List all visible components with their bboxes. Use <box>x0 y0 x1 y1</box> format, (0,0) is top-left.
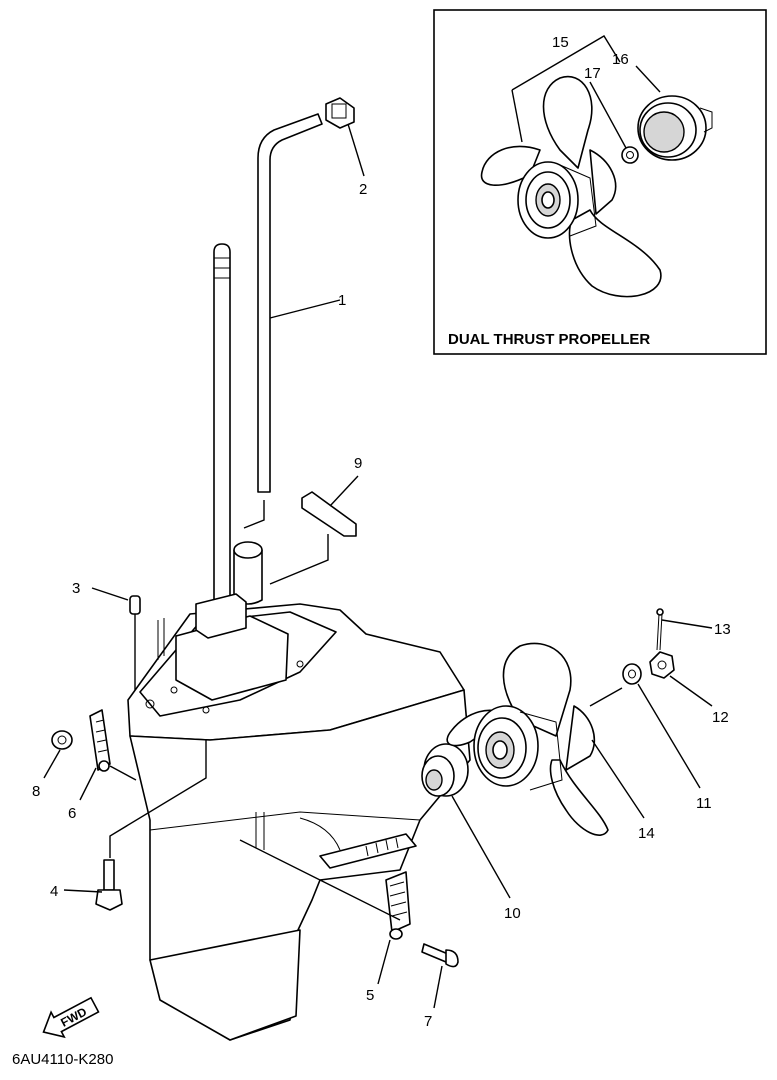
callout-17: 17 <box>584 65 601 82</box>
callout-5: 5 <box>366 987 374 1004</box>
fwd-arrow-icon: FWD <box>42 996 100 1039</box>
screw-part-7 <box>421 943 459 968</box>
grommet-part-2 <box>325 97 355 129</box>
callout-2: 2 <box>359 181 367 198</box>
seal-part-9 <box>301 491 357 537</box>
shift-rod-part-1 <box>243 113 323 529</box>
propeller-shaft <box>319 833 417 869</box>
callout-11: 11 <box>696 795 712 812</box>
callout-3: 3 <box>72 580 80 597</box>
inset-propeller-drawing <box>480 75 713 298</box>
dual-thrust-propeller-inset: 15 17 16 DUAL THRUST PROPELLER <box>433 9 767 355</box>
propeller-part-14 <box>446 642 609 836</box>
callout-9: 9 <box>354 455 362 472</box>
drive-shaft <box>213 243 231 601</box>
callout-7: 7 <box>424 1013 432 1030</box>
callout-13: 13 <box>714 621 731 638</box>
callout-15: 15 <box>552 34 569 51</box>
callout-12: 12 <box>712 709 729 726</box>
callout-1: 1 <box>338 292 346 309</box>
spacer-part-10 <box>421 743 469 797</box>
anode-part-5 <box>385 871 411 940</box>
water-tube-collar <box>233 541 263 605</box>
cotter-pin-part-13 <box>656 608 664 651</box>
bolt-part-4 <box>95 859 123 911</box>
callout-10: 10 <box>504 905 521 922</box>
callout-16: 16 <box>612 51 629 68</box>
callout-8: 8 <box>32 783 40 800</box>
washer-part-11 <box>622 663 642 685</box>
callout-4: 4 <box>50 883 58 900</box>
callout-6: 6 <box>68 805 76 822</box>
anode-part-6 <box>89 709 111 772</box>
nut-part-8 <box>51 730 73 750</box>
lower-unit-case <box>127 593 471 1041</box>
nut-part-12 <box>649 651 675 679</box>
inset-title: DUAL THRUST PROPELLER <box>448 331 650 348</box>
dowel-pin-part-3 <box>129 595 141 615</box>
callout-14: 14 <box>638 825 655 842</box>
figure-code: 6AU4110-K280 <box>12 1051 113 1068</box>
